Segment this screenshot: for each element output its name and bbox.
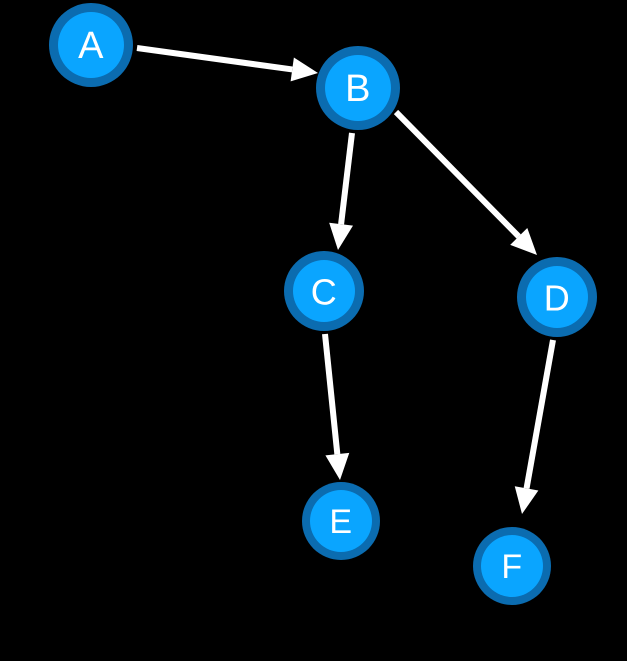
- graph-node-f[interactable]: F: [473, 527, 551, 605]
- graph-node-b[interactable]: B: [316, 46, 400, 130]
- graph-edge[interactable]: [136, 45, 318, 82]
- node-fill: [58, 12, 124, 78]
- arrowhead-icon: [514, 486, 539, 514]
- nodes-layer: A B C D E F: [49, 3, 597, 605]
- arrowhead-icon: [325, 452, 350, 480]
- graph-edge[interactable]: [393, 109, 537, 255]
- graph-edge[interactable]: [322, 333, 350, 480]
- node-label: B: [345, 68, 371, 110]
- edge-line: [322, 333, 341, 455]
- graph-edge[interactable]: [514, 339, 556, 514]
- node-label: A: [78, 25, 104, 67]
- graph-edge[interactable]: [329, 132, 355, 250]
- arrowhead-icon: [290, 57, 318, 82]
- graph-node-c[interactable]: C: [284, 251, 364, 331]
- edges-layer: [136, 45, 556, 514]
- node-label: D: [544, 278, 571, 319]
- edge-line: [136, 45, 293, 73]
- edge-line: [523, 339, 556, 489]
- arrowhead-icon: [329, 222, 354, 250]
- node-fill: [293, 260, 355, 322]
- graph-node-a[interactable]: A: [49, 3, 133, 87]
- edge-line: [338, 132, 355, 225]
- node-fill: [481, 535, 543, 597]
- graph-node-d[interactable]: D: [517, 257, 597, 337]
- node-fill: [310, 490, 372, 552]
- node-label: F: [501, 548, 522, 586]
- node-label: C: [311, 272, 338, 313]
- node-fill: [526, 266, 588, 328]
- node-label: E: [329, 503, 352, 541]
- edge-line: [393, 109, 521, 239]
- graph-node-e[interactable]: E: [302, 482, 380, 560]
- arrowhead-icon: [510, 228, 537, 255]
- node-fill: [325, 55, 391, 121]
